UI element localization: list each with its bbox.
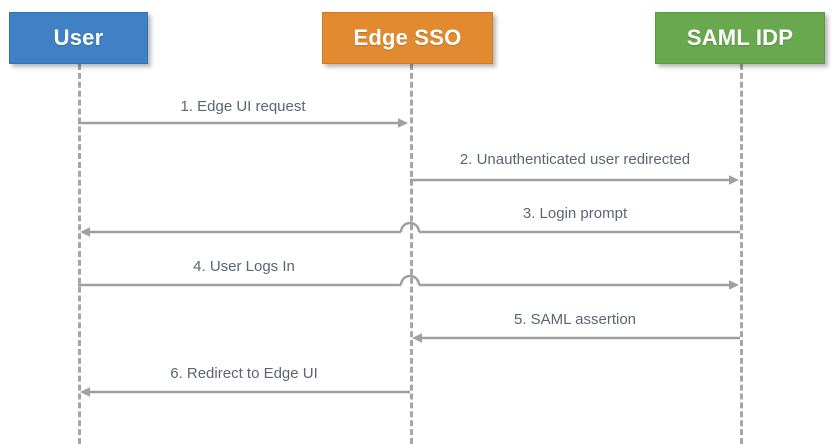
message-label-3: 3. Login prompt [522, 205, 628, 222]
actor-label-edge-sso: Edge SSO [353, 25, 462, 50]
message-arrow-1 [78, 118, 408, 128]
actor-box-edge-sso[interactable]: Edge SSO [322, 12, 493, 64]
actor-label-user: User [53, 25, 104, 50]
message-arrow-5 [412, 333, 740, 343]
actor-box-saml-idp[interactable]: SAML IDP [655, 12, 825, 64]
message-label-6: 6. Redirect to Edge UI [170, 365, 318, 382]
actor-box-user[interactable]: User [9, 12, 148, 64]
lifeline-user [78, 64, 81, 444]
message-label-1: 1. Edge UI request [180, 98, 306, 115]
actor-label-saml-idp: SAML IDP [686, 25, 794, 50]
message-arrow-4 [78, 274, 739, 290]
message-arrow-2 [410, 175, 739, 185]
message-label-2: 2. Unauthenticated user redirected [459, 151, 691, 168]
message-label-5: 5. SAML assertion [514, 311, 636, 328]
message-label-4: 4. User Logs In [193, 258, 295, 275]
message-arrow-6 [80, 387, 410, 397]
lifeline-saml-idp [740, 64, 743, 444]
lifeline-edge-sso [410, 64, 413, 444]
